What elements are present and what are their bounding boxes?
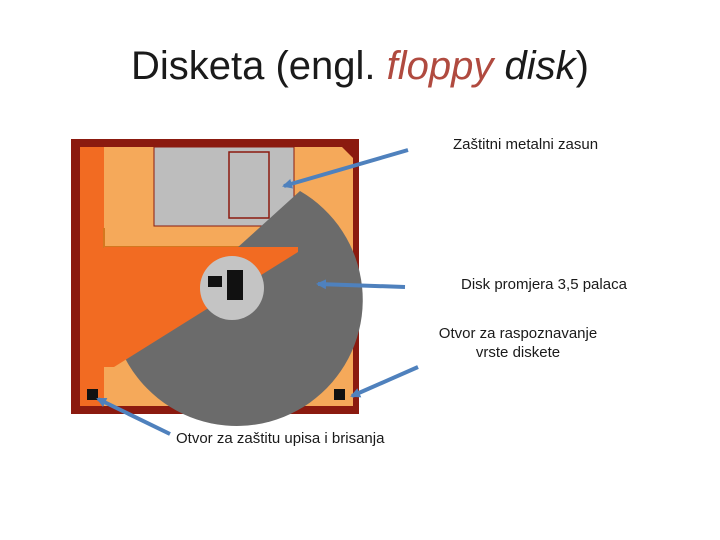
arrow-type-hole [350,365,419,398]
title-prefix: Disketa (engl. [130,44,387,88]
title-suffix: ) [575,44,589,88]
label-type-hole: Otvor za raspoznavanje vrste diskete [438,325,598,361]
page-title: Disketa (engl. floppy disk) [0,42,720,90]
arrow-write-protect [96,397,171,436]
upper-panel [104,147,154,227]
metal-shutter [153,146,295,227]
write-protect-hole [87,389,98,400]
arrow-shutter [282,148,409,189]
label-shutter: Zaštitni metalni zasun [453,136,599,153]
arrow-disk [316,279,406,290]
left-strip [80,147,104,406]
disk-hub [200,256,264,320]
type-detection-hole [334,389,345,400]
label-write-protect: Otvor za zaštitu upisa i brisanja [176,430,385,447]
label-disk: Disk promjera 3,5 palaca [461,276,627,293]
title-floppy: floppy [386,44,494,88]
title-disk: disk [504,44,576,88]
